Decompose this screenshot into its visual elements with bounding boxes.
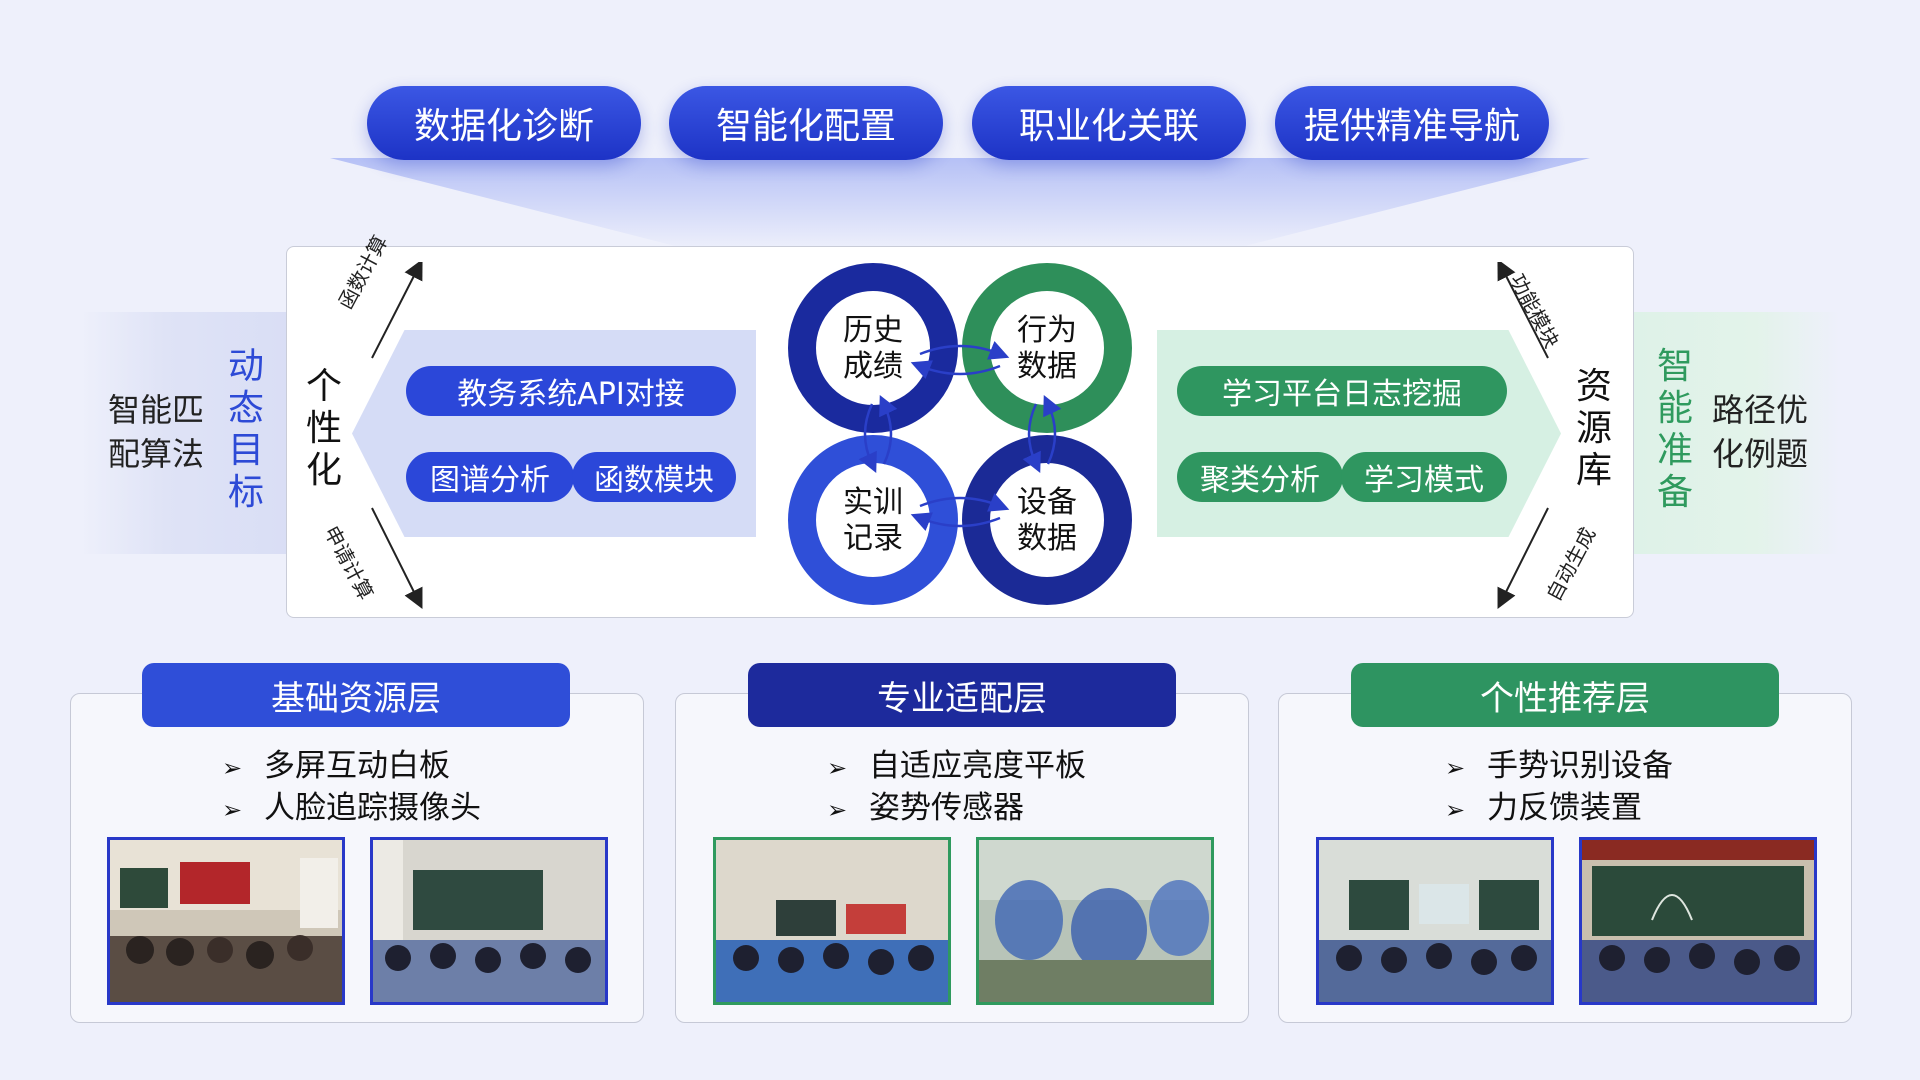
- ring-history: [788, 263, 958, 433]
- personalization-label: 个 性 化: [305, 366, 342, 491]
- down-right-arrow: [371, 507, 423, 609]
- left-side-band: [80, 312, 290, 554]
- ring-behavior-line2: 数据: [1017, 349, 1077, 384]
- path-optimization-label: 路径优 化例题: [1712, 391, 1809, 473]
- top-light-beam: [330, 158, 1590, 248]
- layer2-item-2: ➢姿势传感器: [827, 790, 1024, 826]
- ring-device-line1: 设备: [1017, 485, 1077, 520]
- ring-device: [962, 435, 1132, 605]
- graph-analysis-pill: 图谱分析: [406, 452, 574, 502]
- academic-api-pill: 教务系统API对接: [406, 366, 736, 416]
- layer2-item-1: ➢自适应亮度平板: [827, 748, 1086, 784]
- bullet-arrow-icon: ➢: [222, 754, 243, 782]
- arrow-device-training: [910, 512, 1001, 531]
- arrow-training-history: [879, 394, 898, 465]
- layer1-item-1: ➢多屏互动白板: [222, 748, 450, 784]
- bullet-arrow-icon: ➢: [1445, 754, 1466, 782]
- arrow-history-training: [858, 403, 877, 474]
- lab-students-blurred-photo: [976, 837, 1214, 1005]
- layer3-item-1: ➢手势识别设备: [1445, 748, 1673, 784]
- classroom-screen-photo: [1316, 837, 1554, 1005]
- personal-recommend-layer-title: 个性推荐层: [1351, 663, 1779, 727]
- resource-library-label: 资 源 库: [1575, 366, 1612, 491]
- top-pill-career-link: 职业化关联: [972, 86, 1246, 160]
- down-left-arrow: [1497, 507, 1549, 609]
- arrow-behavior-device: [1022, 403, 1041, 474]
- classroom-projector-photo: [107, 837, 345, 1005]
- right-side-band: [1630, 312, 1840, 554]
- bullet-arrow-icon: ➢: [827, 796, 848, 824]
- cluster-analysis-pill: 聚类分析: [1177, 452, 1343, 502]
- arrow-training-device: [919, 493, 1010, 512]
- function-module-pill: 函数模块: [572, 452, 736, 502]
- top-pill-configuration: 智能化配置: [669, 86, 943, 160]
- arrow-history-behavior: [919, 341, 1010, 360]
- resource-arrow-shape: [1157, 330, 1561, 537]
- ring-training: [788, 435, 958, 605]
- layer1-item-2: ➢人脸追踪摄像头: [222, 790, 481, 826]
- learning-mode-pill: 学习模式: [1341, 452, 1507, 502]
- ring-training-line2: 记录: [843, 521, 903, 556]
- smart-preparation-label: 智 能 准 备: [1656, 346, 1693, 513]
- up-right-arrow: [371, 262, 423, 359]
- log-mining-pill: 学习平台日志挖掘: [1177, 366, 1507, 416]
- four-ring-diagram: 历史 成绩 行为 数据 实训 记录 设备 数据: [788, 263, 1132, 605]
- basic-resource-layer-title: 基础资源层: [142, 663, 570, 727]
- up-left-arrow: [1497, 262, 1549, 359]
- bullet-arrow-icon: ➢: [222, 796, 243, 824]
- ring-device-line2: 数据: [1017, 521, 1077, 556]
- professional-adapt-layer-title: 专业适配层: [748, 663, 1176, 727]
- ring-history-line2: 成绩: [843, 349, 903, 384]
- ring-history-line1: 历史: [843, 313, 903, 348]
- ring-training-line1: 实训: [843, 485, 903, 520]
- top-pill-navigation: 提供精准导航: [1275, 86, 1549, 160]
- bullet-arrow-icon: ➢: [827, 754, 848, 782]
- bullet-arrow-icon: ➢: [1445, 796, 1466, 824]
- ring-behavior-line1: 行为: [1017, 313, 1077, 348]
- dynamic-goal-label: 动 态 目 标: [227, 346, 264, 513]
- top-pill-diagnosis: 数据化诊断: [367, 86, 641, 160]
- personalization-arrow-shape: [352, 330, 756, 537]
- arrow-device-behavior: [1043, 394, 1062, 465]
- layer3-item-2: ➢力反馈装置: [1445, 790, 1642, 826]
- classroom-blackboard-photo: [1579, 837, 1817, 1005]
- arrow-behavior-history: [910, 360, 1001, 379]
- ring-behavior: [962, 263, 1132, 433]
- smart-match-algorithm-label: 智能匹 配算法: [108, 391, 205, 473]
- left-diagonal-arrows: [371, 262, 423, 609]
- right-diagonal-arrows: [1497, 262, 1549, 609]
- classroom-tv-photo: [713, 837, 951, 1005]
- classroom-students-photo: [370, 837, 608, 1005]
